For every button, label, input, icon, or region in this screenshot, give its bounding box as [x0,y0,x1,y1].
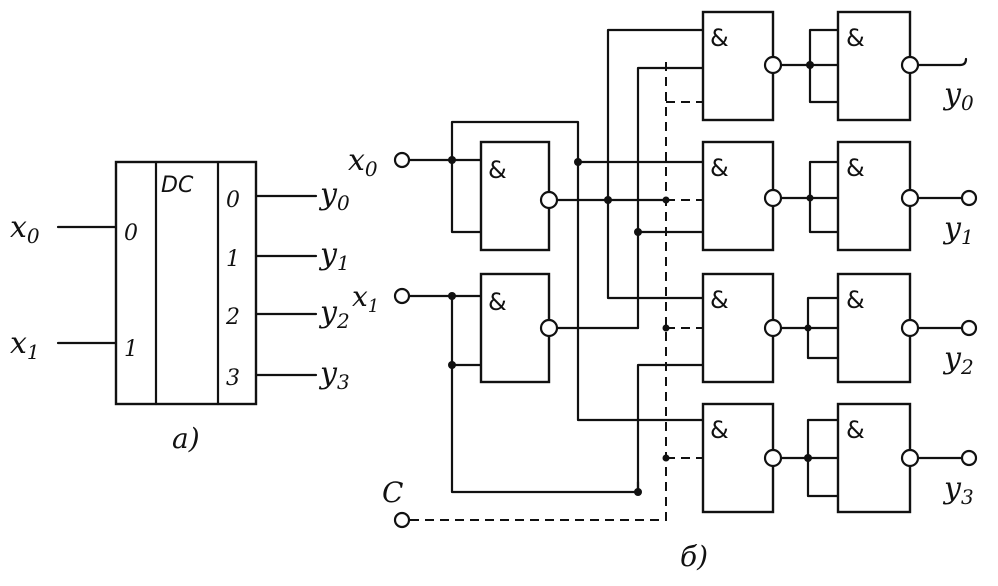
label-y1: y1 [942,211,974,249]
gate-symbol: & [846,416,865,444]
gate-symbol: & [846,286,865,314]
inversion-bubble [539,190,559,210]
dc-output-label-y2: y2 [318,295,350,333]
junction-dot [448,156,456,164]
inversion-bubble [900,318,920,338]
bus-x0-inverted-up [606,28,705,202]
junction-dot [634,488,642,496]
junction-dot [662,196,670,204]
junction-dot [448,361,456,369]
dc-block-label: DC [161,173,194,198]
junction-dot [806,194,814,202]
bus-x1-inverted-up [636,230,705,330]
dc-pin-out-3: 3 [226,366,240,391]
inversion-bubble [763,55,783,75]
dc-pin-in-1: 1 [124,337,138,362]
dc-pin-in-0: 0 [124,221,138,246]
bus-x0-inverted-down [606,198,705,300]
terminal-y3 [960,449,978,467]
wire-inv1-inputs [808,160,840,234]
diagram-a: DC x0 x1 0 1 0 1 2 3 y0 y1 y2 y3 а) [10,160,350,455]
terminal-x1 [393,287,411,305]
bus-x0 [576,160,705,422]
dc-input-label-x0: x0 [10,210,40,248]
bus-x1-true [636,363,705,494]
gate-inv-x0 [479,140,551,252]
diagram-b: & & & & & & & & & [348,10,978,573]
gate-nand-2 [701,272,775,384]
bus-x1-inverted-top [636,66,705,234]
inversion-bubble [900,55,920,75]
wire-inv3-inputs [806,418,840,498]
junction-dot [804,454,812,462]
dc-output-label-y1: y1 [318,237,350,275]
dc-output-label-y3: y3 [318,356,350,394]
inversion-bubble [763,448,783,468]
junction-dot [804,324,812,332]
wire-x1-bypass [450,363,640,494]
gate-symbol: & [488,156,507,184]
junction-dot [634,228,642,236]
wiring [408,28,964,521]
dc-pin-out-0: 0 [226,188,240,213]
label-y3: y3 [942,471,974,509]
gate-nand-1 [701,140,775,252]
dc-pin-out-2: 2 [225,305,240,330]
wire-x1-gate-inputs [450,294,483,367]
caption-a: а) [172,422,200,455]
wire-x0-bypass [450,120,580,164]
junction-dot [662,454,670,462]
gates: & & & & & & & & & [479,10,920,514]
gate-inv-x1 [479,272,551,384]
inversion-bubble [763,318,783,338]
label-y2: y2 [942,341,974,379]
dc-pin-out-1: 1 [226,247,240,272]
dc-block [114,160,258,406]
junction-dot [604,196,612,204]
label-strobe: C [382,476,403,509]
wire-inv0-inputs [808,28,840,104]
labels-b: x0 x1 C y0 y1 y2 y3 б) [348,77,974,573]
wire-inv2-inputs [806,296,840,360]
label-y0: y0 [942,77,974,115]
gate-symbol: & [710,24,729,52]
terminal-y0 [958,57,968,67]
dc-output-label-y0: y0 [318,177,350,215]
inversion-bubble [539,318,559,338]
junction-dot [662,324,670,332]
gate-symbol: & [710,286,729,314]
gate-nand-3 [701,402,775,514]
gate-symbol: & [846,24,865,52]
junction-dot [806,61,814,69]
wire-x0-gate-inputs [450,158,483,234]
inversion-bubble [763,188,783,208]
gate-nand-0 [701,10,775,122]
terminals [393,57,978,529]
gate-out-inv-3 [836,402,912,514]
terminal-y2 [960,319,978,337]
junction-dot [448,292,456,300]
junction-dot [574,158,582,166]
gate-symbol: & [488,288,507,316]
junctions [448,61,814,496]
terminal-y1 [960,189,978,207]
gate-symbol: & [710,416,729,444]
label-x1: x1 [352,280,379,317]
caption-b: б) [680,540,708,573]
gate-symbol: & [710,154,729,182]
inversion-bubble [900,448,920,468]
bus-strobe [410,60,667,521]
dc-input-label-x1: x1 [10,326,40,364]
terminal-strobe [393,511,411,529]
inversion-bubble [900,188,920,208]
gate-symbol: & [846,154,865,182]
gate-out-inv-2 [836,272,912,384]
label-x0: x0 [348,143,378,181]
terminal-x0 [393,151,411,169]
